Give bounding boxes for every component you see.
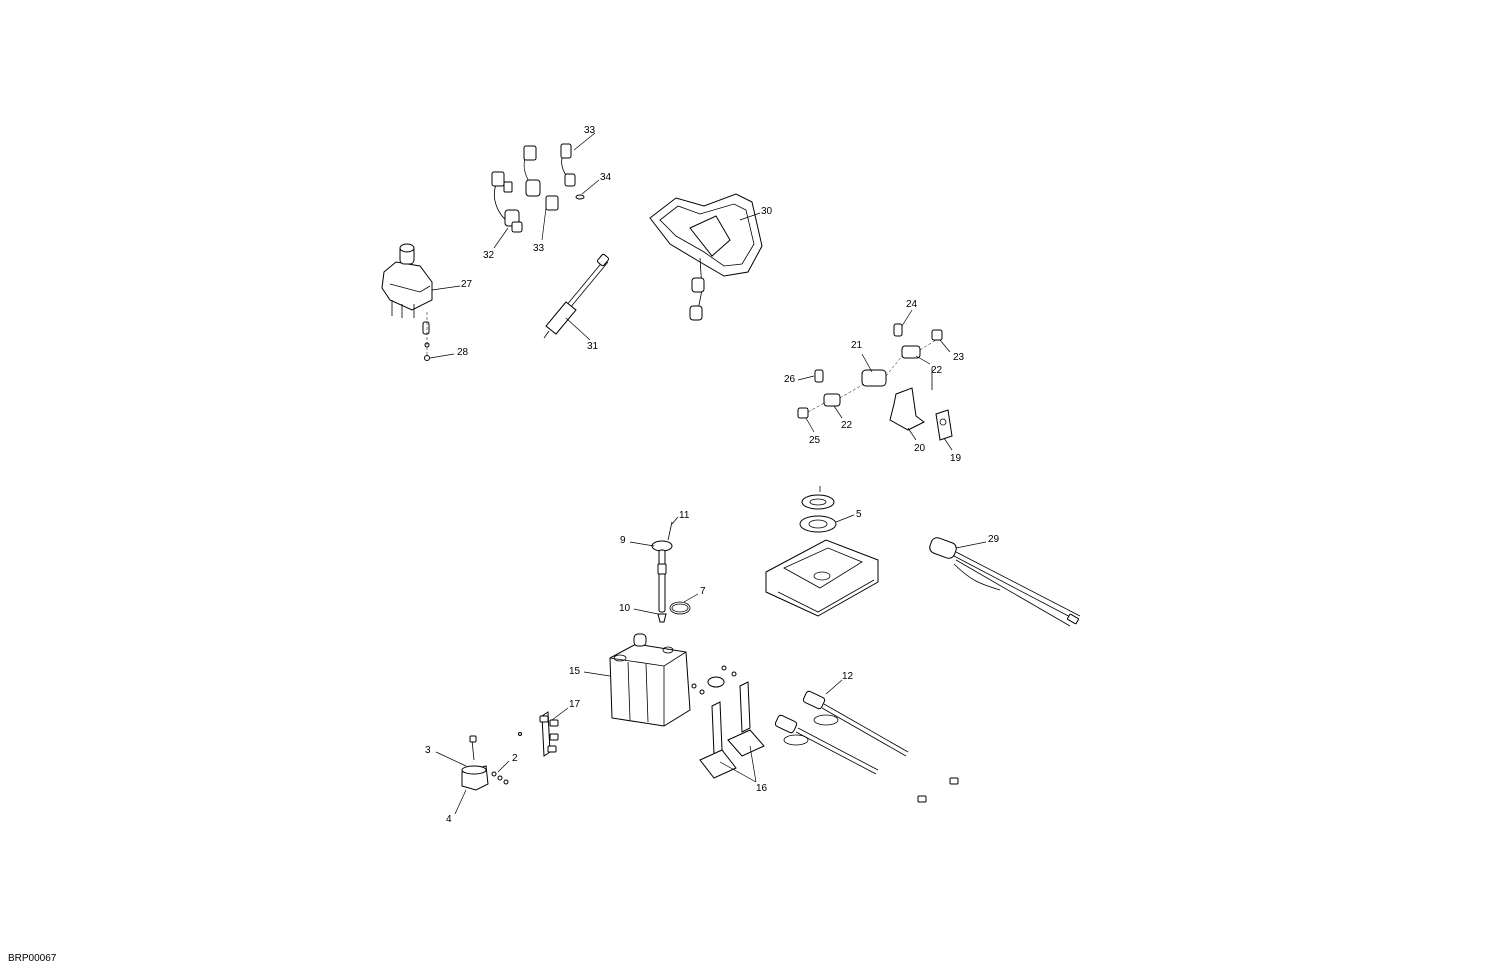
part-brackets xyxy=(691,665,765,779)
callout-19: 19 xyxy=(950,453,962,464)
callout-32: 32 xyxy=(483,250,495,261)
part-harness-connectors xyxy=(491,143,585,233)
callout-leader-lines xyxy=(429,132,987,815)
callout-11: 11 xyxy=(679,510,690,521)
callout-5: 5 xyxy=(856,509,862,520)
callout-10: 10 xyxy=(619,603,631,614)
part-joystick-control xyxy=(381,243,433,361)
callout-24: 24 xyxy=(906,299,918,310)
callout-33b: 33 xyxy=(533,243,545,254)
callout-22-bottom: 22 xyxy=(841,420,853,431)
callout-22-top: 22 xyxy=(931,365,943,376)
part-cable xyxy=(543,253,609,339)
callout-16: 16 xyxy=(756,783,768,794)
part-level-sensors xyxy=(774,690,959,803)
callout-34: 33 xyxy=(584,125,596,136)
callout-26: 26 xyxy=(784,374,796,385)
callout-12: 12 xyxy=(842,671,854,682)
callout-labels: 33 34 30 32 33 33 27 28 31 24 21 23 22 2… xyxy=(425,125,1000,825)
callout-17: 17 xyxy=(569,699,581,710)
callout-20: 20 xyxy=(914,443,926,454)
callout-23: 23 xyxy=(953,352,965,363)
callout-4: 4 xyxy=(446,814,452,825)
callout-27: 27 xyxy=(461,279,473,290)
callout-29: 29 xyxy=(988,534,1000,545)
part-tank xyxy=(609,633,691,727)
callout-28: 28 xyxy=(457,347,469,358)
callout-30: 30 xyxy=(761,206,773,217)
part-pump xyxy=(461,735,509,791)
part-valve-assembly xyxy=(797,323,953,441)
callout-25: 25 xyxy=(809,435,821,446)
callout-15: 15 xyxy=(569,666,581,677)
part-manifold xyxy=(518,711,559,757)
callout-3: 3 xyxy=(425,745,431,756)
part-fuel-sender xyxy=(651,521,691,623)
callout-7: 7 xyxy=(700,586,706,597)
callout-31: 31 xyxy=(587,341,599,352)
callout-21: 21 xyxy=(851,340,863,351)
part-wiring-harness xyxy=(929,537,1081,627)
callout-35: 34 xyxy=(600,172,612,183)
callout-9: 9 xyxy=(620,535,626,546)
drawing-reference-number: BRP00067 xyxy=(8,953,57,964)
callout-2: 2 xyxy=(512,753,518,764)
part-handlebar xyxy=(649,193,763,321)
part-tank-cover xyxy=(765,486,879,617)
